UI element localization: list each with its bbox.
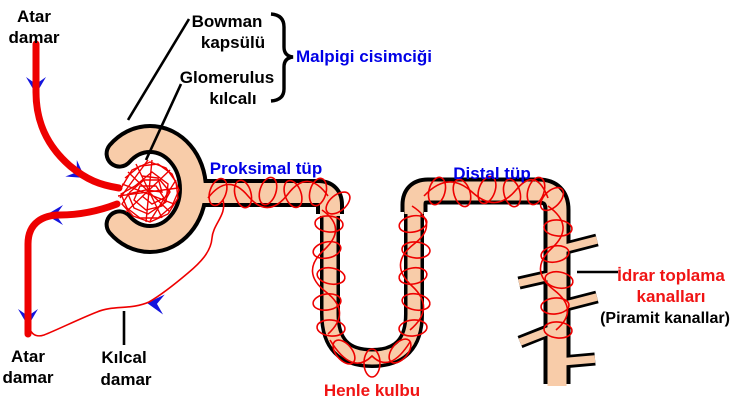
label-atar-damar-top-line1: Atar	[17, 7, 51, 26]
label-glomerulus-line1: Glomerulus	[180, 68, 274, 87]
label-piramit: (Piramit kanallar)	[600, 310, 730, 327]
bowman-capsule-fill	[108, 128, 204, 250]
label-glomerulus-line2: kılcalı	[209, 89, 256, 108]
distal-tube-collecting-duct-fill	[404, 181, 567, 386]
label-bowman-line2: kapsülü	[201, 33, 265, 52]
label-kilcal-line2: damar	[100, 370, 151, 389]
label-idrar-line2: kanalları	[637, 287, 706, 306]
label-kilcal-line1: Kılcal	[101, 348, 146, 367]
label-malpigi: Malpigi cisimciği	[296, 47, 432, 66]
malpigi-brace	[270, 12, 294, 103]
flow-arrowhead	[147, 294, 165, 315]
distal-tube-collecting-duct-outline	[400, 177, 571, 384]
label-atar-damar-top-line2: damar	[8, 28, 59, 47]
label-henle-kulbu: Henle kulbu	[324, 381, 420, 400]
label-idrar-line1: İdrar toplama	[617, 266, 725, 285]
afferent-arteriole-line	[32, 40, 123, 192]
proximal-tube-fill	[195, 183, 340, 216]
peritubular-capillary-coil	[207, 175, 574, 378]
label-atar-damar-bottom-line1: Atar	[11, 347, 45, 366]
efferent-arteriole-line	[24, 200, 121, 338]
bowman-pointer-line	[126, 18, 191, 121]
glomerulus-tangle	[117, 159, 180, 223]
henle-loop-fill	[323, 204, 421, 365]
label-atar-damar-bottom-line2: damar	[2, 368, 53, 387]
label-bowman-line1: Bowman	[192, 12, 263, 31]
peritubular-capillary-return-line	[27, 199, 225, 337]
glomerulus-pointer-line	[144, 83, 183, 161]
label-distal-tup: Distal tüp	[453, 164, 530, 183]
label-proksimal-tup: Proksimal tüp	[210, 159, 322, 178]
